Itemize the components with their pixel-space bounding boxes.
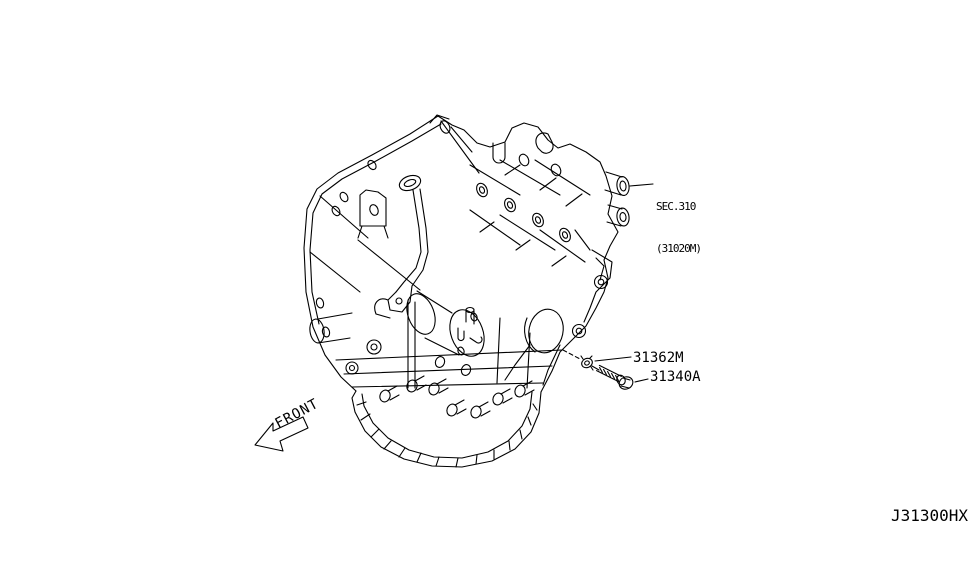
callout-sec310[interactable]: SEC.310 (31020M) [656, 172, 702, 284]
side-cover-and-bracket [504, 229, 613, 386]
speed-sensor-canister [406, 290, 485, 357]
washer-31362m-drawing[interactable] [580, 355, 594, 371]
oil-pan [351, 390, 542, 468]
case-bolt-bosses [476, 153, 630, 243]
leader-31362m [594, 356, 632, 362]
valve-body-studs [379, 299, 535, 419]
callout-sec310-line2: (31020M) [656, 242, 702, 255]
front-arrow-icon [254, 416, 309, 452]
callout-31362m[interactable]: 31362M [633, 350, 684, 366]
case-rib-lines [469, 132, 591, 267]
diagram-code: J31300HX [891, 506, 969, 525]
transaxle-case-outline [303, 114, 619, 393]
leader-lines [562, 183, 654, 383]
bolt-31340a-drawing[interactable] [596, 364, 635, 391]
dipstick-tube [374, 174, 429, 319]
leader-axis [591, 365, 600, 371]
leader-dashed-axis [562, 349, 581, 360]
callout-sec310-line1: SEC.310 [656, 200, 696, 213]
callout-31340a[interactable]: 31340A [650, 369, 701, 385]
leader-31340a [634, 378, 649, 383]
leader-sec310 [629, 183, 654, 187]
